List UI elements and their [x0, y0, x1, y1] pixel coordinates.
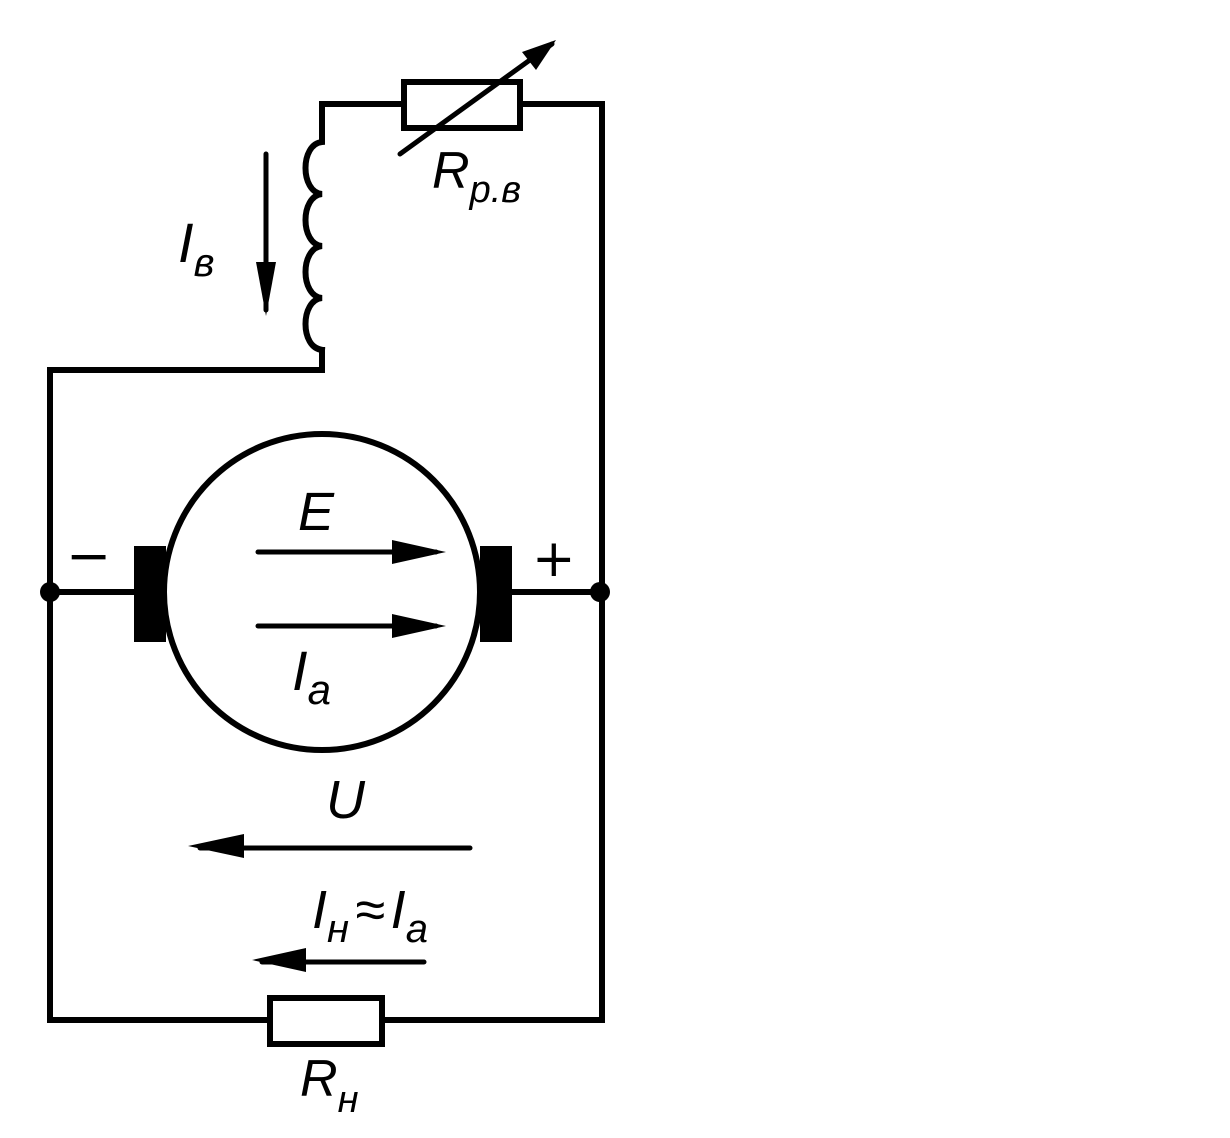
node-right [590, 582, 610, 602]
voltage-label: U [326, 770, 366, 830]
emf-label: E [298, 482, 335, 542]
field-current-label: Iв [178, 211, 214, 285]
load-resistor [267, 995, 385, 1047]
armature-current-label: Ia [292, 639, 331, 713]
wire-field-top [319, 101, 605, 1023]
field-rheostat-label: Rр.в [432, 142, 521, 211]
field-winding-coil [302, 101, 326, 354]
emf-arrow-head [392, 540, 446, 564]
load-resistor-label: Rн [300, 1050, 359, 1121]
load-current-arrow-head [252, 948, 306, 972]
brush-left [134, 546, 166, 642]
rheostat-arrow-head [522, 40, 556, 70]
field-rheostat [401, 79, 523, 131]
load-current-label: Iн≈Ia [312, 880, 428, 951]
plus-sign: + [532, 529, 576, 589]
wire-field-left [47, 347, 325, 595]
armature-current-arrow-head [392, 614, 446, 638]
voltage-arrow-head [188, 834, 244, 858]
field-current-arrow-head [256, 262, 276, 316]
brush-right [480, 546, 512, 642]
wire-load [47, 589, 605, 1023]
minus-sign: − [66, 524, 111, 587]
rheostat-variable-arrow [397, 41, 555, 157]
